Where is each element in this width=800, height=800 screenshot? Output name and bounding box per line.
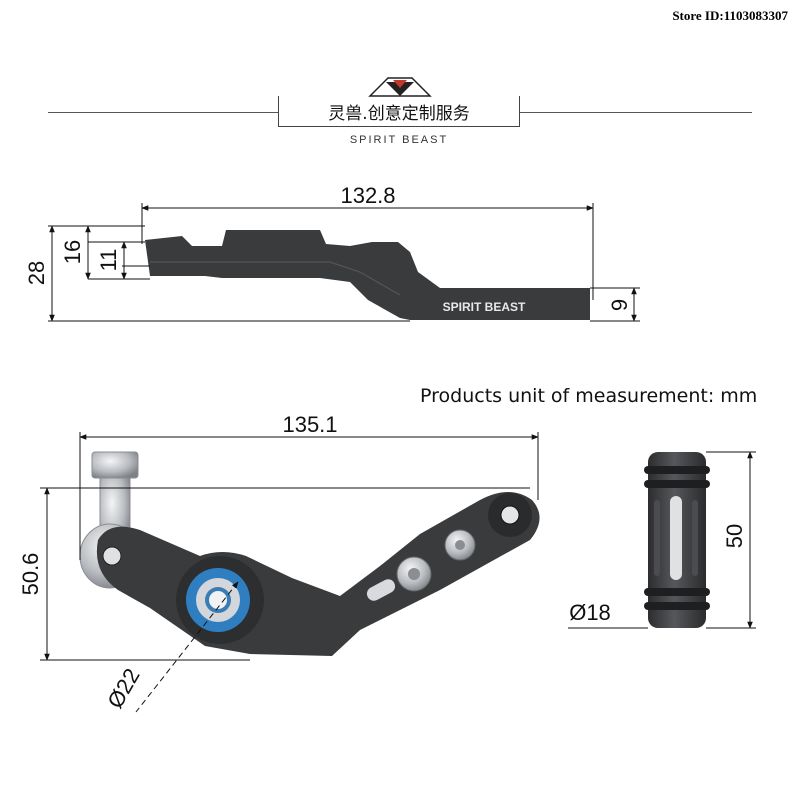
brand-subtitle: SPIRIT BEAST — [349, 134, 449, 146]
dim-peg-diameter: Ø18 — [569, 600, 611, 625]
dim-side-tip-thickness: 9 — [607, 299, 632, 311]
dim-bearing-diameter: Ø22 — [102, 664, 144, 713]
dim-top-length: 135.1 — [282, 412, 337, 437]
store-id: Store ID:1103083307 — [672, 8, 788, 23]
brand-divider-left — [48, 112, 278, 113]
unit-note: Products unit of measurement: mm — [420, 385, 758, 407]
dim-side-total-height: 28 — [24, 261, 49, 285]
peg-view: 50 Ø18 — [568, 451, 756, 629]
dim-side-inner-height: 11 — [96, 249, 121, 272]
brand-title: 灵兽.创意定制服务 — [278, 96, 520, 127]
dim-side-mid-height: 16 — [60, 240, 85, 264]
dim-top-height: 50.6 — [18, 553, 43, 596]
part-engraving: SPIRIT BEAST — [443, 300, 526, 314]
dim-side-length: 132.8 — [340, 183, 395, 208]
side-view-part — [145, 230, 590, 320]
brand-logo — [368, 77, 432, 97]
top-view-arm — [96, 492, 540, 656]
bearing-leader-line — [135, 581, 239, 713]
dim-peg-length: 50 — [722, 524, 747, 548]
brand-divider-right — [520, 112, 752, 113]
top-view: 135.1 50.6 Ø22 — [18, 412, 540, 713]
side-view: SPIRIT BEAST 132.8 28 16 11 9 — [24, 183, 640, 322]
